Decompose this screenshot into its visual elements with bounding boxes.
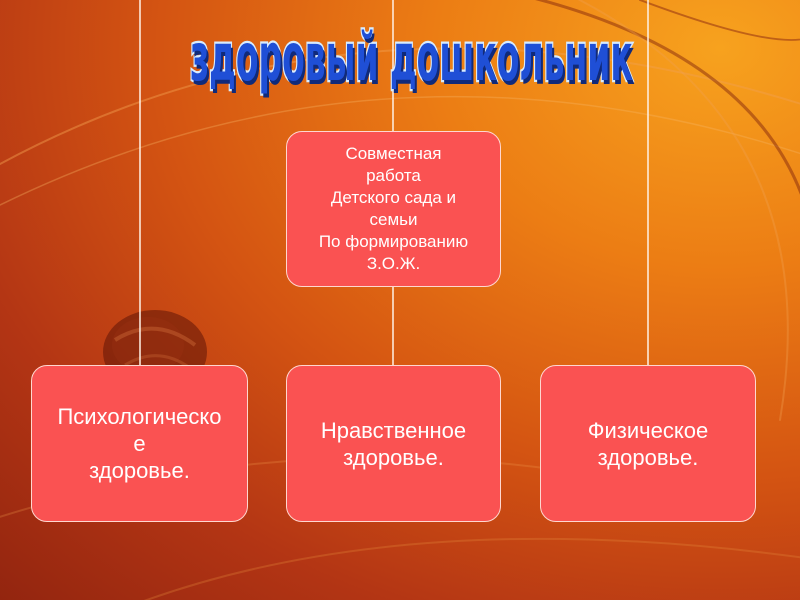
background-swoosh: [577, 0, 789, 421]
background-swoosh: [143, 537, 800, 600]
title-word-healthy: здоровый: [189, 16, 380, 98]
physical-health-text: Физическое здоровье.: [587, 417, 709, 470]
physical-health-box: Физическое здоровье.: [540, 365, 756, 522]
center-node-text: Совместная работа Детского сада и семьи …: [318, 144, 469, 273]
background-swoosh: [0, 47, 800, 166]
background-swoosh: [0, 95, 800, 206]
title-word-preschooler: дошкольник: [389, 16, 634, 98]
moral-health-box: Нравственное здоровье.: [286, 365, 501, 522]
center-node-box: Совместная работа Детского сада и семьи …: [286, 131, 501, 287]
background-swoosh: [639, 0, 800, 41]
background-swoosh: [534, 0, 800, 196]
psychological-health-box: Психологическо е здоровье.: [31, 365, 248, 522]
moral-health-text: Нравственное здоровье.: [320, 417, 467, 470]
psychological-health-text: Психологическо е здоровье.: [57, 404, 222, 483]
